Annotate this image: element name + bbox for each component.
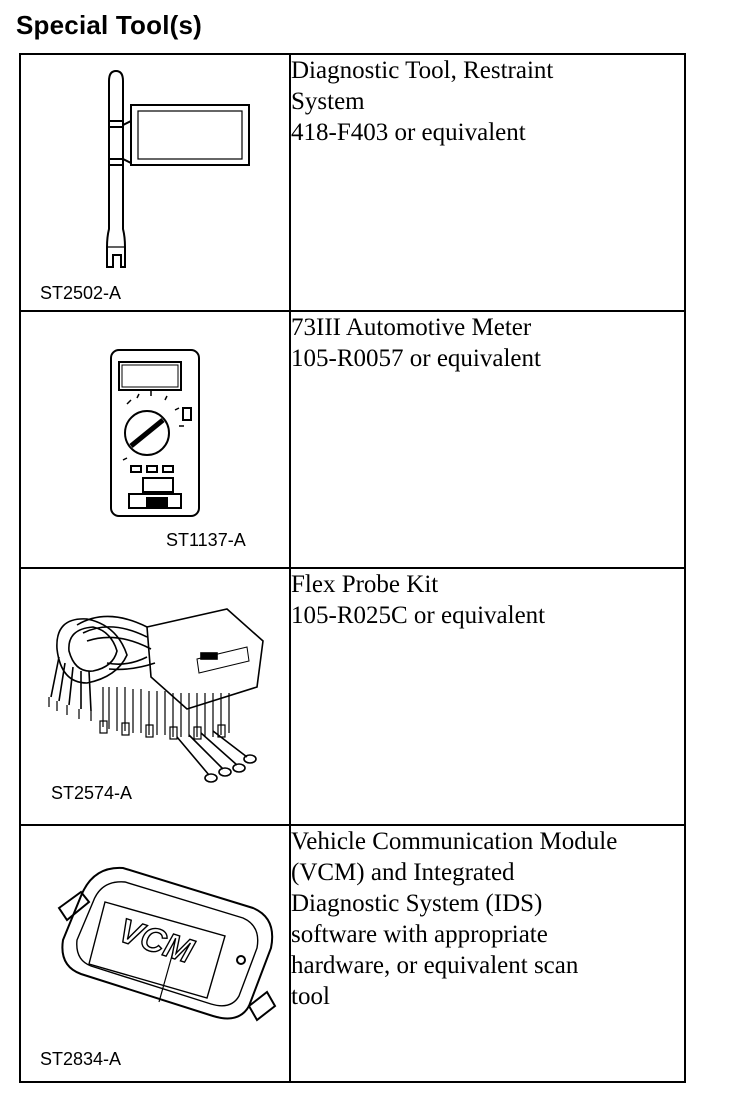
description-line: software with appropriate	[291, 921, 548, 948]
tool-image-cell: ST2574-A	[19, 567, 291, 826]
tool-description: Vehicle Communication Module (VCM) and I…	[289, 824, 686, 1083]
automotive-meter-illustration	[110, 349, 200, 517]
description-line: 418-F403 or equivalent	[291, 119, 526, 146]
flex-probe-kit-illustration	[48, 608, 264, 783]
description-line: Flex Probe Kit	[291, 571, 439, 598]
tool-description: Diagnostic Tool, Restraint System 418-F4…	[289, 53, 686, 312]
description-line: System	[291, 88, 365, 115]
description-line: 105-R025C or equivalent	[291, 602, 546, 629]
description-line: Vehicle Communication Module	[291, 828, 618, 855]
description-line: tool	[291, 983, 330, 1010]
tool-image-cell: ST2502-A	[19, 53, 291, 312]
table-row: ST2502-A Diagnostic Tool, Restraint Syst…	[19, 53, 686, 312]
tool-description: 73III Automotive Meter 105-R0057 or equi…	[289, 310, 686, 569]
tool-code: ST2834-A	[40, 1049, 122, 1069]
tool-code: ST1137-A	[166, 530, 246, 550]
table-row: ST2574-A Flex Probe Kit 105-R025C or equ…	[19, 567, 686, 826]
tool-code: ST2574-A	[51, 783, 133, 803]
special-tools-table: ST2502-A Diagnostic Tool, Restraint Syst…	[19, 53, 686, 1083]
description-line: hardware, or equivalent scan	[291, 952, 579, 979]
description-line: 105-R0057 or equivalent	[291, 345, 541, 372]
tool-description: Flex Probe Kit 105-R025C or equivalent	[289, 567, 686, 826]
table-row: VCM ST2834-A Vehicle Communication Modul…	[19, 824, 686, 1083]
tool-code: ST2502-A	[40, 283, 122, 303]
restraint-diagnostic-tool-illustration	[106, 69, 250, 268]
tool-image-cell: VCM ST2834-A	[19, 824, 291, 1083]
table-row: ST1137-A 73III Automotive Meter 105-R005…	[19, 310, 686, 569]
description-line: Diagnostic System (IDS)	[291, 890, 543, 917]
page-title: Special Tool(s)	[16, 10, 202, 40]
description-line: Diagnostic Tool, Restraint	[291, 57, 554, 84]
vcm-module-illustration: VCM	[57, 866, 277, 1022]
description-line: (VCM) and Integrated	[291, 859, 515, 886]
vcm-logo-text: VCM	[114, 911, 198, 971]
description-line: 73III Automotive Meter	[291, 314, 532, 341]
tool-image-cell: ST1137-A	[19, 310, 291, 569]
